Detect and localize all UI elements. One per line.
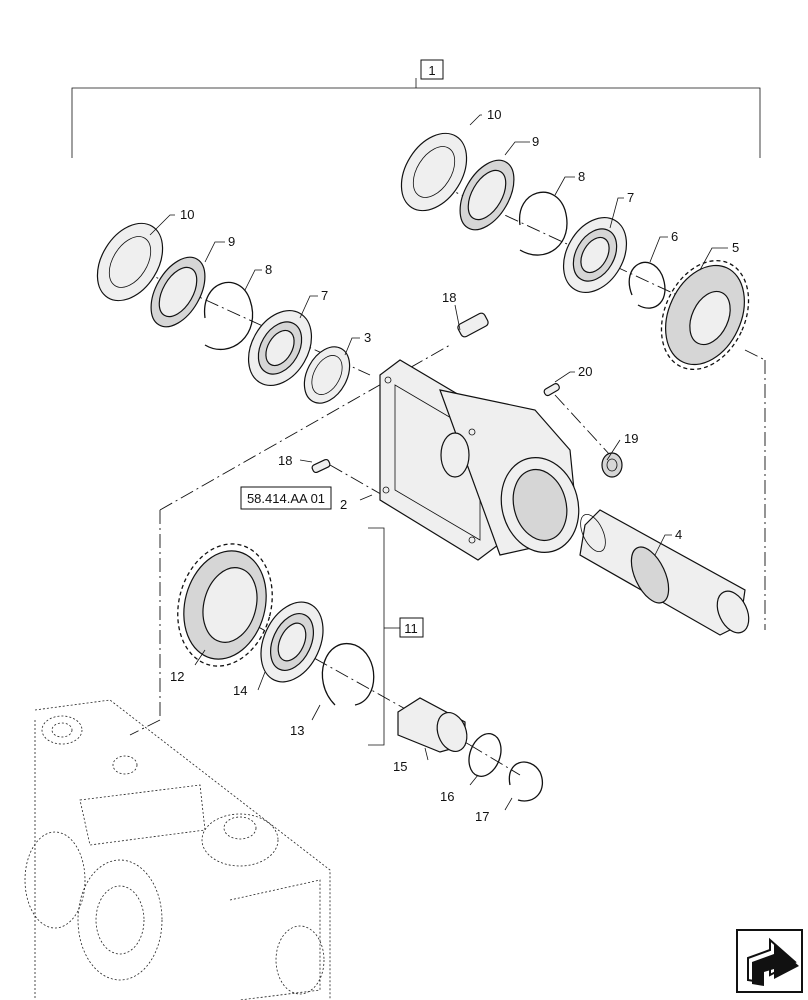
callout-18-top[interactable]: 18: [442, 290, 456, 305]
callout-7-right[interactable]: 7: [627, 190, 634, 205]
callout-9-right[interactable]: 9: [532, 134, 539, 149]
callout-6[interactable]: 6: [671, 229, 678, 244]
ring-3: [303, 346, 351, 404]
snap-ring-13: [321, 642, 375, 706]
gear-12: [177, 543, 273, 667]
seal-10-left: [96, 222, 164, 302]
callout-14[interactable]: 14: [233, 683, 247, 698]
reference-box: [240, 486, 332, 510]
reference-label[interactable]: 58.414.AA 01: [247, 491, 325, 506]
callout-10-left[interactable]: 10: [180, 207, 194, 222]
plug-18-top: [457, 312, 489, 338]
bearing-14: [260, 601, 324, 683]
bearing-7-left: [247, 310, 313, 386]
callout-10-right[interactable]: 10: [487, 107, 501, 122]
callout-17[interactable]: 17: [475, 809, 489, 824]
seal-9-right: [459, 159, 515, 231]
seal-10-right: [400, 132, 468, 212]
callout-1[interactable]: 1: [428, 63, 435, 78]
leader-lines: [149, 114, 728, 811]
callout-12[interactable]: 12: [170, 669, 184, 684]
callout-5[interactable]: 5: [732, 240, 739, 255]
plug-19: [601, 452, 623, 478]
pin-20: [543, 383, 560, 397]
callout-4[interactable]: 4: [675, 527, 682, 542]
callout-19[interactable]: 19: [624, 431, 638, 446]
callout-20[interactable]: 20: [578, 364, 592, 379]
callout-18-left[interactable]: 18: [278, 453, 292, 468]
snap-ring-6: [628, 261, 666, 309]
tractor-housing-context: [24, 699, 331, 1000]
pin-18-left: [311, 458, 331, 474]
group-11-bracket: [368, 527, 424, 746]
callout-13[interactable]: 13: [290, 723, 304, 738]
callout-8-left[interactable]: 8: [265, 262, 272, 277]
return-arrow-icon[interactable]: [736, 929, 803, 993]
bushing-15: [397, 697, 468, 753]
gear-5: [660, 259, 750, 371]
snap-ring-8-right: [519, 191, 568, 256]
callout-16[interactable]: 16: [440, 789, 454, 804]
assembly-bracket: [71, 59, 761, 158]
snap-ring-17: [508, 761, 543, 802]
callout-8-right[interactable]: 8: [578, 169, 585, 184]
callout-3[interactable]: 3: [364, 330, 371, 345]
callout-15[interactable]: 15: [393, 759, 407, 774]
shaft-4: [579, 509, 750, 636]
callout-11[interactable]: 11: [404, 621, 418, 636]
snap-ring-8-left: [204, 281, 254, 351]
callout-9-left[interactable]: 9: [228, 234, 235, 249]
seal-9-left: [150, 256, 206, 328]
callout-7-left[interactable]: 7: [321, 288, 328, 303]
callout-2[interactable]: 2: [340, 497, 347, 512]
bearing-7-right: [562, 217, 628, 293]
housing-2: [379, 359, 580, 561]
o-ring-16: [468, 733, 502, 777]
